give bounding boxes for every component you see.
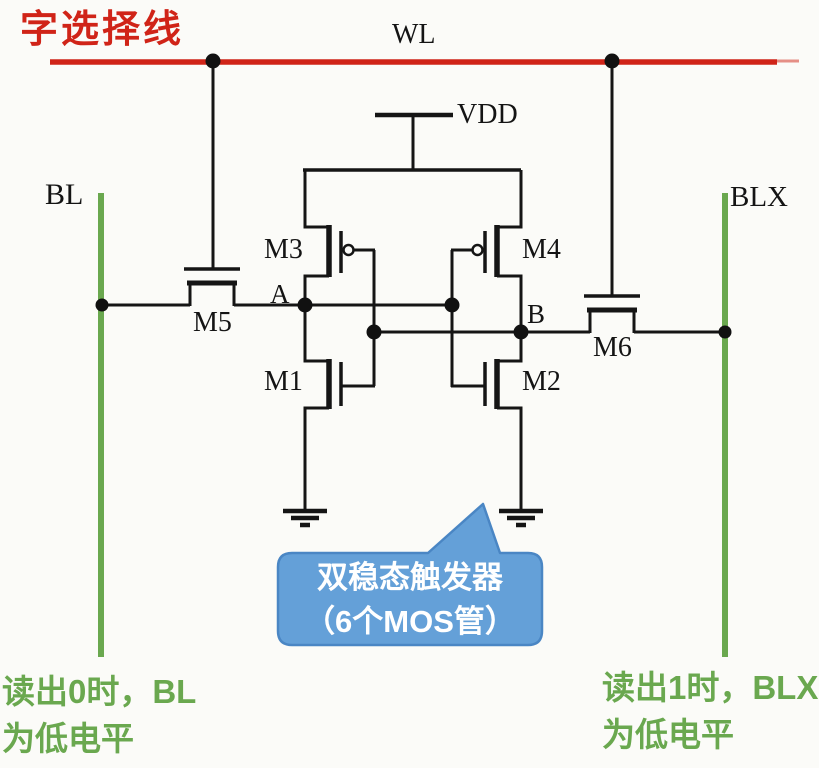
vdd-supply bbox=[303, 112, 521, 172]
ground-symbol-right bbox=[499, 508, 543, 528]
transistor-m4 bbox=[451, 170, 523, 333]
m3-label: M3 bbox=[264, 234, 303, 265]
m5-label: M5 bbox=[193, 307, 232, 338]
pmos-bubble bbox=[342, 243, 355, 257]
m6-label: M6 bbox=[593, 332, 632, 363]
m2-label: M2 bbox=[522, 366, 561, 397]
m4-label: M4 bbox=[522, 234, 561, 265]
transistor-m1 bbox=[303, 304, 375, 511]
junction-dots bbox=[95, 53, 732, 340]
node-a-label: A bbox=[270, 279, 290, 309]
read-one-line1: 读出1时，BLX bbox=[602, 669, 819, 706]
word-line bbox=[50, 59, 799, 65]
transistor-m6 bbox=[584, 63, 640, 333]
transistor-m2 bbox=[451, 331, 523, 511]
read-zero-line2: 为低电平 bbox=[2, 720, 134, 757]
callout-line2: （6个MOS管） bbox=[304, 604, 516, 639]
read-zero-line1: 读出0时，BL bbox=[2, 673, 197, 710]
wl-label: WL bbox=[392, 19, 436, 50]
read-zero-note: 读出0时，BL 为低电平 bbox=[2, 668, 196, 762]
blx-label: BLX bbox=[730, 181, 788, 213]
node-b-label: B bbox=[527, 299, 546, 329]
pmos-bubble bbox=[471, 243, 484, 257]
callout-bubble bbox=[276, 502, 544, 647]
word-select-line-note: 字选择线 bbox=[20, 9, 185, 51]
ground-symbol-left bbox=[283, 508, 327, 528]
callout-label: 双稳态触发器 （6个MOS管） bbox=[278, 556, 542, 644]
node-wires bbox=[102, 250, 725, 387]
transistor-m3 bbox=[303, 170, 375, 306]
read-one-note: 读出1时，BLX 为低电平 bbox=[602, 664, 818, 758]
vdd-label: VDD bbox=[457, 99, 518, 130]
callout-line1: 双稳态触发器 bbox=[317, 560, 503, 595]
transistor-m5 bbox=[184, 63, 240, 306]
m1-label: M1 bbox=[264, 366, 303, 397]
bl-label: BL bbox=[45, 178, 84, 211]
read-one-line2: 为低电平 bbox=[602, 716, 734, 753]
